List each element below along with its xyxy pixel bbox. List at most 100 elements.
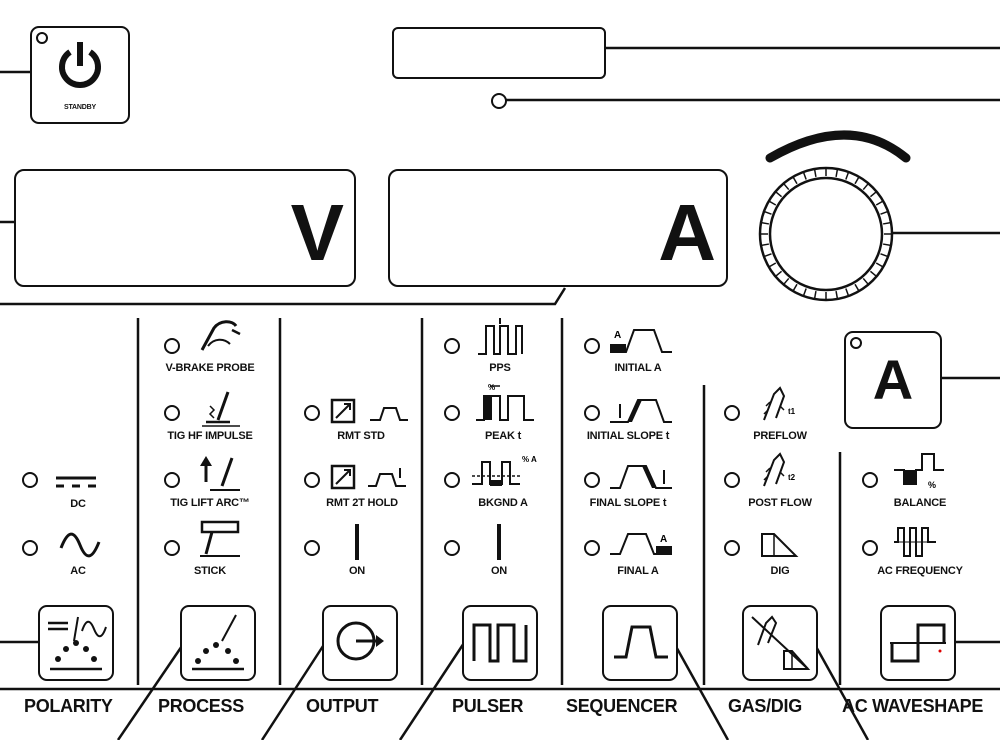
led-bkgnd-a [444, 472, 460, 488]
led-final-a [584, 540, 600, 556]
label-dig: DIG [770, 565, 790, 577]
final-slope-icon [610, 465, 672, 489]
rmt-2t-icon [330, 464, 406, 490]
stick-icon [200, 520, 240, 557]
label-balance: BALANCE [893, 497, 947, 509]
amp-unit: A [658, 188, 716, 277]
section-sequencer: SEQUENCER [566, 696, 678, 716]
led-pulser-on [444, 540, 460, 556]
volt-unit: V [290, 188, 344, 277]
amp-select-button[interactable]: A [844, 331, 942, 429]
final-a-icon: A [610, 533, 672, 555]
label-preflow: PREFLOW [753, 430, 807, 442]
postflow-t2-mark: t2 [788, 473, 796, 482]
balance-pct-mark: % [928, 480, 936, 490]
section-polarity: POLARITY [24, 696, 113, 716]
volt-display: V [14, 169, 356, 287]
preflow-t1-mark: t1 [788, 407, 796, 416]
control-knob[interactable] [756, 164, 896, 304]
section-acwave: AC WAVESHAPE [842, 696, 984, 716]
amp-select-unit: A [872, 348, 914, 411]
polarity-icon [48, 616, 107, 671]
bkgnd-sa-mark: % A [522, 455, 537, 464]
label-tig-lift: TIG LIFT ARC™ [170, 497, 250, 509]
output-button[interactable] [322, 605, 398, 681]
memory-led [491, 93, 507, 109]
dc-icon [56, 476, 96, 488]
sequencer-button[interactable] [602, 605, 678, 681]
process-button[interactable] [180, 605, 256, 681]
section-output: OUTPUT [306, 696, 379, 716]
peak-pct-mark: % [488, 383, 495, 392]
label-initial-slope: INITIAL SLOPE t [586, 430, 670, 442]
polarity-button[interactable] [38, 605, 114, 681]
led-balance [862, 472, 878, 488]
led-dig [724, 540, 740, 556]
label-peak-t: PEAK t [484, 430, 522, 442]
amp-display: A [388, 169, 728, 287]
led-stick [164, 540, 180, 556]
acwave-button[interactable] [880, 605, 956, 681]
output-on-icon [355, 524, 359, 560]
label-ac: AC [70, 565, 86, 577]
sequencer-icon [614, 625, 668, 659]
pps-icon [478, 318, 523, 355]
gasdig-icon [751, 615, 811, 670]
section-pulser: PULSER [452, 696, 524, 716]
led-rmt-2t [304, 472, 320, 488]
led-preflow [724, 405, 740, 421]
led-final-slope [584, 472, 600, 488]
label-dc: DC [70, 498, 86, 510]
label-vbrake: V-BRAKE PROBE [165, 362, 255, 374]
section-process: PROCESS [158, 696, 244, 716]
initial-a-icon: A [610, 329, 672, 353]
acwave-icon [890, 623, 946, 663]
process-icon [192, 614, 244, 671]
led-ac [22, 540, 38, 556]
label-initial-a: INITIAL A [614, 362, 662, 374]
label-rmt-std: RMT STD [337, 430, 385, 442]
peak-t-icon: % [476, 383, 534, 421]
gasdig-button[interactable] [742, 605, 818, 681]
ac-frequency-icon [894, 527, 936, 557]
label-final-a: FINAL A [617, 565, 659, 577]
bkgnd-a-icon: % A [472, 455, 537, 486]
dig-icon [761, 533, 799, 557]
initial-a-mark: A [614, 330, 621, 341]
rmt-std-icon [330, 398, 408, 424]
led-vbrake [164, 338, 180, 354]
pulser-button[interactable] [462, 605, 538, 681]
balance-icon: % [894, 453, 944, 490]
label-pps: PPS [489, 362, 511, 374]
pulser-on-icon [497, 524, 501, 560]
ac-icon [59, 532, 101, 558]
preflow-icon: t1 [763, 386, 796, 421]
led-rmt-std [304, 405, 320, 421]
label-bkgnd-a: BKGND A [478, 497, 528, 509]
led-tig-lift [164, 472, 180, 488]
led-peak-t [444, 405, 460, 421]
label-tig-hf: TIG HF IMPULSE [167, 430, 253, 442]
led-initial-a [584, 338, 600, 354]
led-tig-hf [164, 405, 180, 421]
led-dc [22, 472, 38, 488]
led-ac-frequency [862, 540, 878, 556]
amp-select-led [850, 337, 862, 349]
final-a-mark: A [660, 534, 667, 545]
label-stick: STICK [193, 565, 226, 577]
label-output-on: ON [348, 565, 366, 577]
led-postflow [724, 472, 740, 488]
label-ac-frequency: AC FREQUENCY [877, 565, 963, 577]
memory-display [392, 27, 606, 79]
power-icon [59, 42, 101, 88]
tig-hf-icon [202, 391, 240, 427]
standby-button[interactable]: STANDBY [30, 26, 130, 124]
output-icon [336, 621, 384, 661]
led-initial-slope [584, 405, 600, 421]
initial-slope-icon [610, 399, 672, 423]
probe-icon [200, 320, 241, 351]
led-pps [444, 338, 460, 354]
label-postflow: POST FLOW [748, 497, 812, 509]
label-final-slope: FINAL SLOPE t [589, 497, 667, 509]
